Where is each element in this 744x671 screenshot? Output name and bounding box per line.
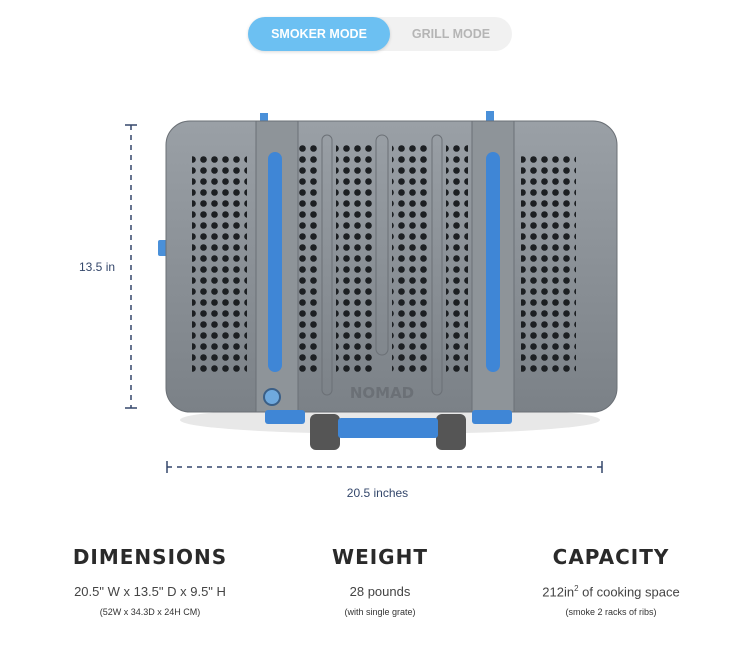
vent-holes — [336, 142, 372, 374]
spec-weight: WEIGHT 28 pounds (with single grate) — [260, 545, 500, 617]
spec-note: (with single grate) — [344, 607, 416, 617]
hinge-spring — [310, 414, 340, 450]
height-dimension-line — [125, 124, 137, 409]
spec-title: WEIGHT — [332, 545, 428, 569]
spec-value: 212in2 of cooking space — [491, 584, 731, 599]
spec-value: 20.5" W x 13.5" D x 9.5" H — [74, 584, 226, 599]
vent-holes — [392, 142, 428, 374]
spec-value: 28 pounds — [349, 584, 411, 599]
top-tab — [486, 111, 494, 121]
spec-note: (smoke 2 racks of ribs) — [565, 607, 657, 618]
body-rib — [375, 134, 389, 356]
spec-value-suffix: of cooking space — [578, 584, 680, 600]
spec-capacity: CAPACITY 212in2 of cooking space (smoke … — [491, 545, 731, 617]
width-label: 20.5 inches — [346, 486, 409, 500]
nomad-logo: NOMAD — [350, 384, 414, 402]
handle-bar — [338, 418, 438, 438]
top-tab — [260, 113, 268, 123]
body-rib — [321, 134, 333, 396]
spec-value-superscript: 2 — [574, 584, 579, 593]
mode-toggle[interactable]: SMOKER MODE GRILL MODE — [248, 17, 512, 51]
spec-value-main: 212in — [542, 584, 575, 600]
spec-title: DIMENSIONS — [72, 545, 228, 569]
smoker-mode-button[interactable]: SMOKER MODE — [248, 17, 390, 51]
width-dimension-line — [166, 461, 603, 473]
vent-holes — [298, 142, 320, 374]
handle-mount — [472, 410, 512, 424]
body-rib — [431, 134, 443, 396]
height-label: 13.5 in — [79, 260, 116, 274]
thermometer-knob — [263, 388, 281, 406]
spec-note: (52W x 34.3D x 24H CM) — [99, 607, 201, 617]
blue-strip — [268, 152, 282, 372]
spec-dimensions: DIMENSIONS 20.5" W x 13.5" D x 9.5" H (5… — [30, 545, 270, 617]
hinge-spring — [436, 414, 466, 450]
handle-mount — [265, 410, 305, 424]
vent-holes — [192, 156, 247, 376]
grill-mode-button[interactable]: GRILL MODE — [411, 27, 491, 41]
vent-holes — [446, 142, 468, 374]
spec-title: CAPACITY — [552, 545, 670, 569]
blue-strip — [486, 152, 500, 372]
vent-holes — [521, 156, 576, 376]
